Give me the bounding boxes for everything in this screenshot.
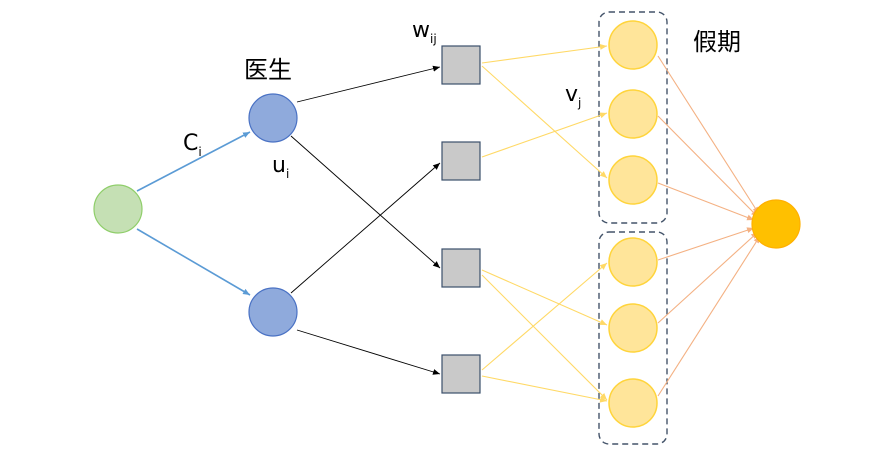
edge-slot2-sink (657, 115, 759, 218)
edge-slot4-sink (657, 227, 755, 261)
u-label-sub: i (286, 167, 289, 181)
doctor-label: 医生 (244, 56, 292, 84)
edge-doctor2-shift2 (290, 162, 441, 294)
edge-doctor2-shift4 (296, 329, 441, 375)
shift-node-3 (441, 248, 481, 288)
holiday-slot-2 (608, 89, 658, 139)
u-label: ui (272, 153, 289, 181)
holiday-to-sink-edges (657, 55, 761, 397)
holiday-slot-5 (608, 303, 658, 353)
source-to-doctor-edges (136, 131, 251, 296)
w-label-main: w (412, 18, 430, 43)
v-label-sub: j (577, 96, 581, 110)
edge-source-doctor-2 (136, 228, 251, 296)
sink-node (751, 199, 801, 249)
holiday-label: 假期 (693, 28, 741, 56)
edge-doctor1-shift3 (290, 135, 441, 269)
edge-slot6-sink (657, 235, 761, 397)
edge-source-doctor-1 (136, 131, 251, 192)
source-node (93, 184, 143, 234)
holiday-group-box-2 (598, 231, 668, 445)
holiday-slot-3 (608, 155, 658, 205)
doctor-node-1 (248, 93, 298, 143)
v-label-main: v (565, 82, 578, 107)
holiday-slot-4 (608, 237, 658, 287)
edge-shift3-slot5 (481, 269, 608, 326)
u-label-main: u (272, 153, 286, 178)
w-label-sub: ij (430, 32, 437, 46)
holiday-group-box-1 (598, 11, 668, 224)
c-label-sub: i (198, 145, 201, 159)
c-label: Ci (183, 131, 202, 159)
holiday-slot-1 (608, 20, 658, 70)
shift-node-2 (441, 141, 481, 181)
edge-shift1-slot1 (481, 43, 608, 64)
v-label: vj (565, 82, 581, 110)
w-label: wij (412, 18, 437, 46)
doctor-to-shift-edges (290, 65, 441, 375)
doctor-node-2 (248, 287, 298, 337)
c-label-main: C (183, 131, 198, 156)
holiday-slot-6 (608, 378, 658, 428)
shift-node-1 (441, 45, 481, 85)
edge-doctor1-shift1 (296, 65, 441, 103)
edge-slot1-sink (657, 55, 760, 215)
shift-to-holiday-edges (481, 43, 608, 403)
edge-shift1-slot3 (481, 65, 608, 179)
edge-shift4-slot6 (481, 375, 608, 403)
shift-node-4 (441, 354, 481, 394)
edge-slot5-sink (657, 231, 759, 324)
edge-shift3-slot6 (481, 274, 608, 401)
edge-slot3-sink (657, 182, 755, 221)
edge-shift4-slot4 (481, 262, 608, 371)
edge-shift2-slot2 (481, 112, 608, 158)
